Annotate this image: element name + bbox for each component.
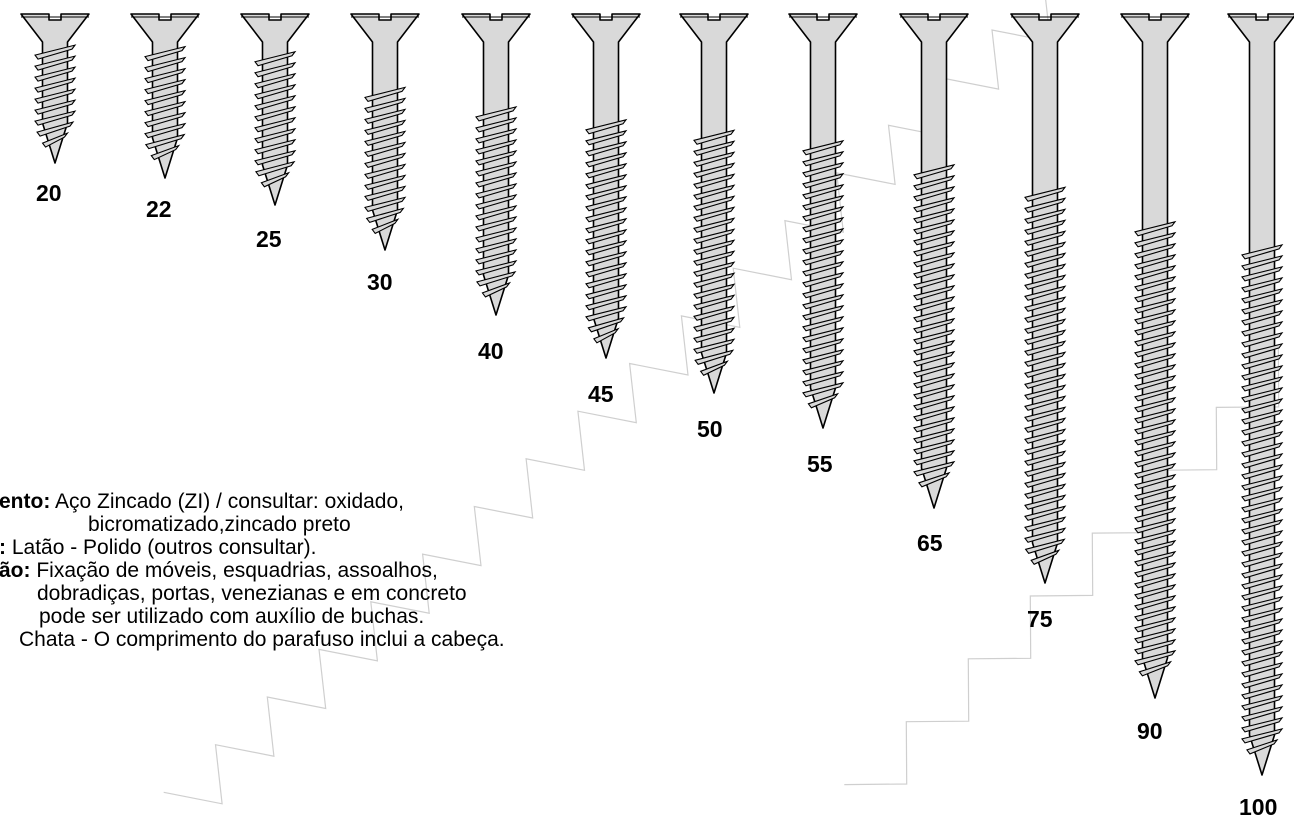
screw-90 [1120, 13, 1190, 699]
watermark-line-1 [163, 0, 1052, 805]
size-label-45: 45 [588, 381, 614, 407]
screw-75 [1010, 13, 1080, 584]
screw-25 [240, 13, 310, 206]
size-label-75: 75 [1027, 606, 1053, 632]
spec-line-application: ão: Fixação de móveis, esquadrias, assoa… [0, 559, 438, 582]
size-label-65: 65 [917, 530, 943, 556]
spec-line-application-cont1: dobradiças, portas, venezianas e em conc… [37, 582, 467, 605]
size-label-55: 55 [807, 451, 833, 477]
size-label-40: 40 [478, 338, 504, 364]
spec-line-application-cont2: pode ser utilizado com auxílio de buchas… [39, 605, 425, 628]
size-label-100: 100 [1239, 794, 1278, 820]
screw-30 [350, 13, 420, 251]
watermark-zigzag [163, 0, 1280, 805]
screw-set [20, 13, 1294, 776]
size-label-90: 90 [1137, 718, 1163, 744]
spec-line-finish: ento: Aço Zincado (ZI) / consultar: oxid… [0, 490, 404, 513]
screw-40 [461, 13, 531, 316]
watermark-line-2 [844, 344, 1280, 786]
screw-100 [1227, 13, 1294, 776]
size-label-30: 30 [367, 269, 393, 295]
size-label-20: 20 [36, 180, 62, 206]
size-label-25: 25 [256, 226, 282, 252]
screw-22 [130, 13, 200, 179]
screw-55 [788, 13, 858, 429]
screw-20 [20, 13, 90, 164]
size-label-22: 22 [146, 196, 172, 222]
spec-line-finish-cont: bicromatizado,zincado preto [88, 513, 351, 536]
spec-line-material: : Latão - Polido (outros consultar). [0, 536, 317, 559]
screw-45 [571, 13, 641, 359]
screw-65 [899, 13, 969, 509]
screw-50 [679, 13, 749, 394]
spec-line-head: Chata - O comprimento do parafuso inclui… [19, 628, 505, 651]
size-label-50: 50 [697, 416, 723, 442]
